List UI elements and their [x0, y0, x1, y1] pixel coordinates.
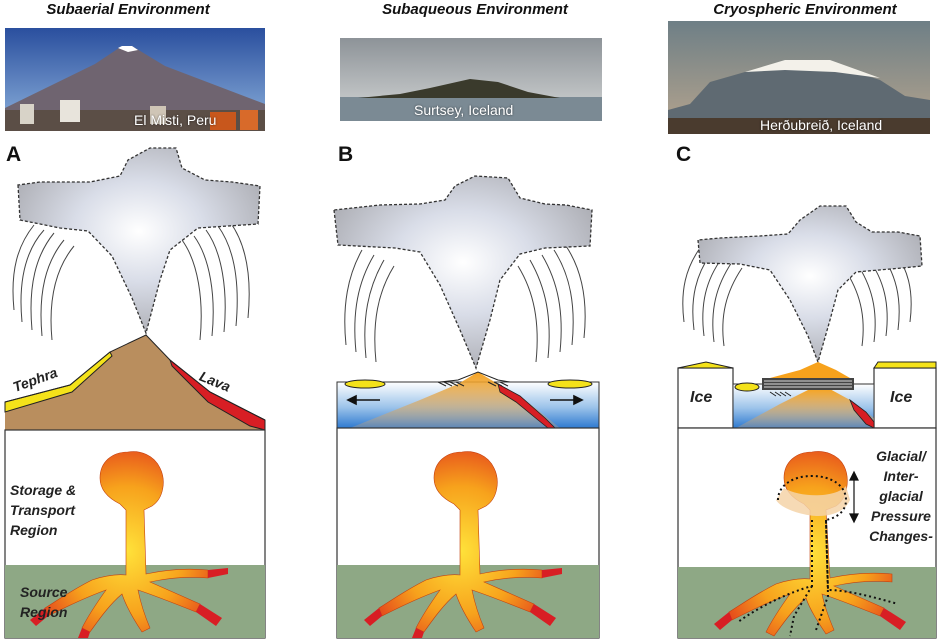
- panel-a: [4, 147, 266, 639]
- photo-caption-el-misti: El Misti, Peru: [134, 112, 217, 128]
- label-glacial-line5: Changes-: [869, 528, 933, 544]
- panel-letter-c: C: [676, 143, 692, 166]
- label-glacial-line1: Glacial/: [876, 448, 926, 464]
- fallout-lines-left-b: [344, 249, 395, 363]
- volcano-cone-b: [350, 372, 560, 428]
- label-ice-right: Ice: [890, 389, 913, 406]
- label-glacial-line2: Inter-: [883, 468, 919, 484]
- fallout-lines-left-a: [12, 224, 75, 341]
- photo-caption-surtsey: Surtsey, Iceland: [414, 102, 514, 118]
- label-glacial-pressure: Glacial/ Inter- glacial Pressure Changes…: [862, 446, 940, 546]
- eruption-cloud-c: [697, 205, 923, 365]
- heading-subaqueous: Subaqueous Environment: [382, 1, 568, 18]
- photo-surtsey: [340, 38, 602, 121]
- panel-letter-a: A: [6, 143, 22, 166]
- fallout-lines-right-b: [517, 245, 586, 363]
- floating-tephra-left-b: [344, 379, 386, 389]
- panel-c: [677, 205, 937, 639]
- magma-system-c: [714, 451, 906, 637]
- panel-letter-b: B: [338, 143, 354, 166]
- photo-herdubreid: [668, 21, 930, 134]
- eruption-cloud-b: [333, 175, 593, 370]
- photo-caption-herdubreid: Herðubreið, Iceland: [760, 117, 883, 133]
- heading-subaerial: Subaerial Environment: [46, 1, 210, 18]
- floating-tephra-right-b: [547, 379, 593, 389]
- hatch-layers-b: [437, 381, 509, 387]
- floating-tephra-c: [734, 382, 760, 392]
- label-ice-left: Ice: [690, 389, 713, 406]
- ice-block-left: [677, 367, 734, 429]
- pressure-change-arrow: [849, 470, 859, 524]
- heading-cryospheric: Cryospheric Environment: [713, 1, 897, 18]
- volcano-cone-c: [736, 388, 874, 428]
- label-source-region: Source Region: [20, 582, 67, 622]
- ice-block-right: [873, 367, 937, 429]
- label-storage-line1: Storage &: [10, 482, 77, 498]
- photo-el-misti: [5, 28, 265, 131]
- label-glacial-line3: glacial: [879, 488, 923, 504]
- label-glacial-line4: Pressure: [871, 508, 931, 524]
- magma-system-b: [364, 451, 562, 638]
- label-storage-line2: Transport: [10, 502, 76, 518]
- label-source-line2: Region: [20, 604, 68, 620]
- drift-arrows-b: [346, 394, 584, 406]
- volcano-cone-a: [5, 335, 265, 430]
- label-storage-transport: Storage & Transport Region: [10, 480, 76, 540]
- label-storage-line3: Region: [10, 522, 58, 538]
- label-source-line1: Source: [20, 584, 68, 600]
- magma-system-a: [30, 451, 228, 638]
- panel-b: [333, 175, 600, 639]
- fallout-lines-right-a: [181, 221, 250, 341]
- eruption-cloud-a: [17, 147, 261, 336]
